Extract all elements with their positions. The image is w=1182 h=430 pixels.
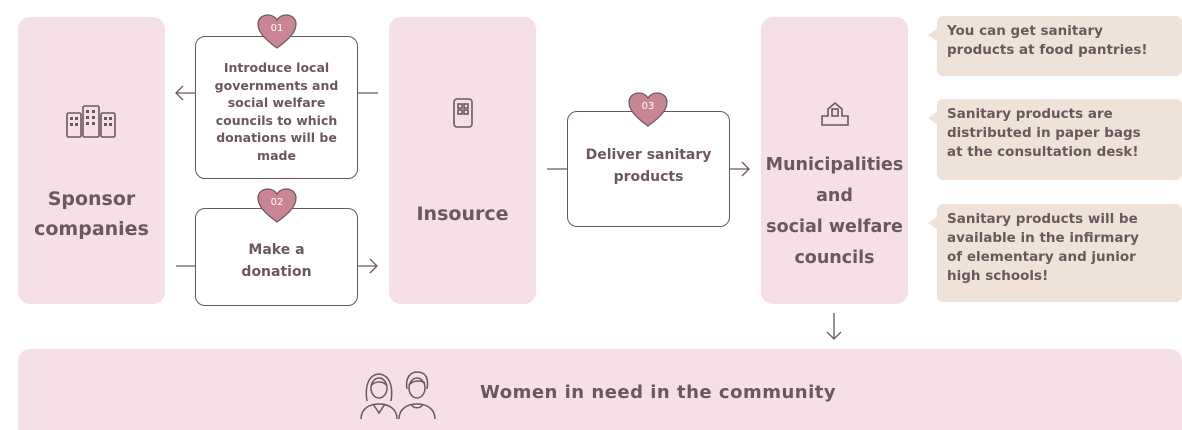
step-03-number: 03 xyxy=(641,101,655,112)
step-02-arrow-head xyxy=(369,258,378,274)
women-icon xyxy=(359,369,437,420)
phone-device-icon xyxy=(452,98,474,128)
step-02-label: Make a donation xyxy=(241,242,312,280)
community-panel: Women in need in the community xyxy=(18,349,1182,430)
municipal-building-icon xyxy=(820,99,850,127)
community-label: Women in need in the community xyxy=(480,382,837,403)
sponsor-companies-panel: Sponsor companies xyxy=(18,17,165,304)
step-03-box: Deliver sanitary products xyxy=(567,111,730,227)
step-02-box: Make a donation xyxy=(195,208,358,306)
step-02-heart-icon: 02 xyxy=(257,188,297,224)
step-01-heart-icon: 01 xyxy=(257,14,297,50)
step-01-box: Introduce local governments and social w… xyxy=(195,36,358,179)
step-01-number: 01 xyxy=(270,23,284,34)
info-bubble-school-infirmary: Sanitary products will be available in t… xyxy=(928,204,1182,302)
step-01-arrow-head xyxy=(175,85,184,101)
step-02-number: 02 xyxy=(270,197,284,208)
office-buildings-icon xyxy=(65,103,117,139)
insource-panel: Insource xyxy=(389,17,536,304)
sponsor-companies-label: Sponsor companies xyxy=(34,188,149,240)
step-03-label: Deliver sanitary products xyxy=(585,147,712,185)
municipalities-panel: Municipalities and social welfare counci… xyxy=(761,17,908,304)
step-03-heart-icon: 03 xyxy=(628,92,668,128)
municipalities-label: Municipalities and social welfare counci… xyxy=(765,155,904,268)
step-01-label: Introduce local governments and social w… xyxy=(214,60,339,163)
down-arrow-head xyxy=(826,331,842,340)
info-bubble-consultation-desk: Sanitary products are distributed in pap… xyxy=(928,99,1182,180)
info-bubble-food-pantries: You can get sanitary products at food pa… xyxy=(928,16,1182,76)
insource-label: Insource xyxy=(416,203,509,225)
step-03-arrow-head xyxy=(741,161,750,177)
